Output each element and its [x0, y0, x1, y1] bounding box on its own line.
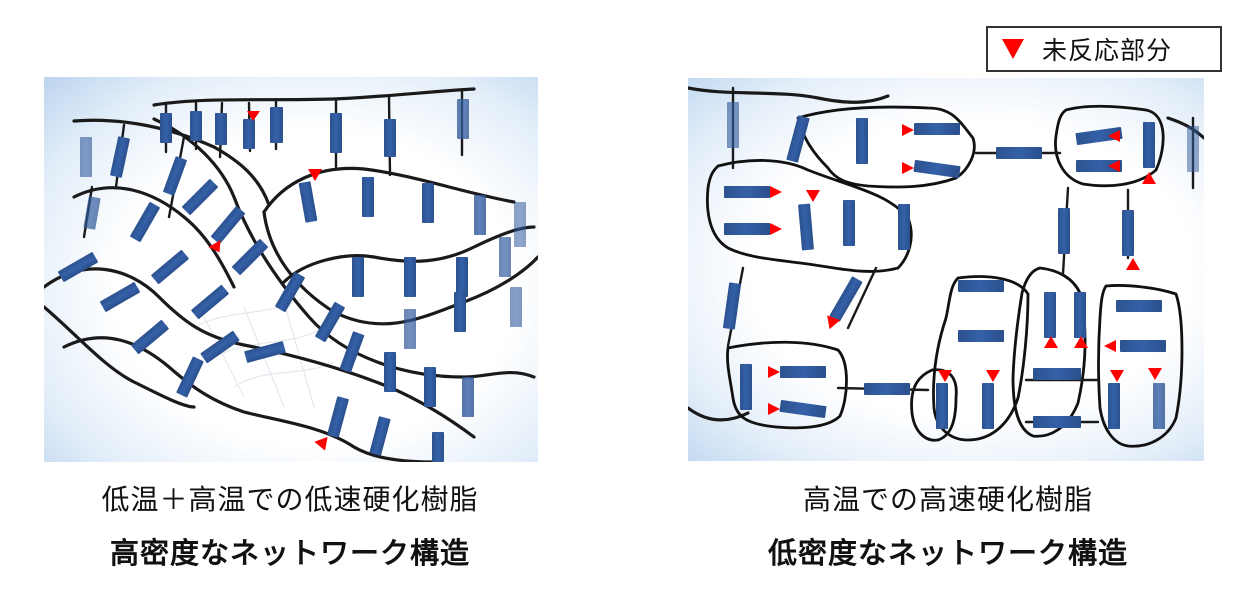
network-cells	[706, 104, 1184, 448]
right-caption-line2: 低密度なネットワーク構造	[767, 536, 1128, 570]
legend-label: 未反応部分	[1042, 36, 1173, 65]
polymer-chains	[44, 87, 538, 462]
right-caption: 高温での高速硬化樹脂 低密度なネットワーク構造	[648, 478, 1244, 572]
unreacted-sites	[208, 111, 328, 451]
background-web	[193, 296, 335, 408]
legend-box: 未反応部分	[986, 26, 1222, 72]
dense-network-diagram	[44, 87, 538, 462]
unreacted-sites	[768, 124, 1162, 415]
sparse-network-panel	[688, 78, 1204, 461]
left-caption-line1: 低温＋高温での低速硬化樹脂	[101, 483, 479, 516]
unreacted-triangle-icon	[1002, 39, 1024, 59]
crosslink-segments	[58, 89, 526, 462]
dense-network-panel	[44, 77, 538, 462]
bridge-links	[722, 86, 1199, 428]
right-caption-line1: 高温での高速硬化樹脂	[802, 483, 1093, 516]
sparse-network-diagram	[688, 86, 1204, 448]
left-caption-line2: 高密度なネットワーク構造	[109, 536, 470, 570]
cell-segments	[724, 115, 1166, 429]
left-caption: 低温＋高温での低速硬化樹脂 高密度なネットワーク構造	[0, 478, 580, 572]
